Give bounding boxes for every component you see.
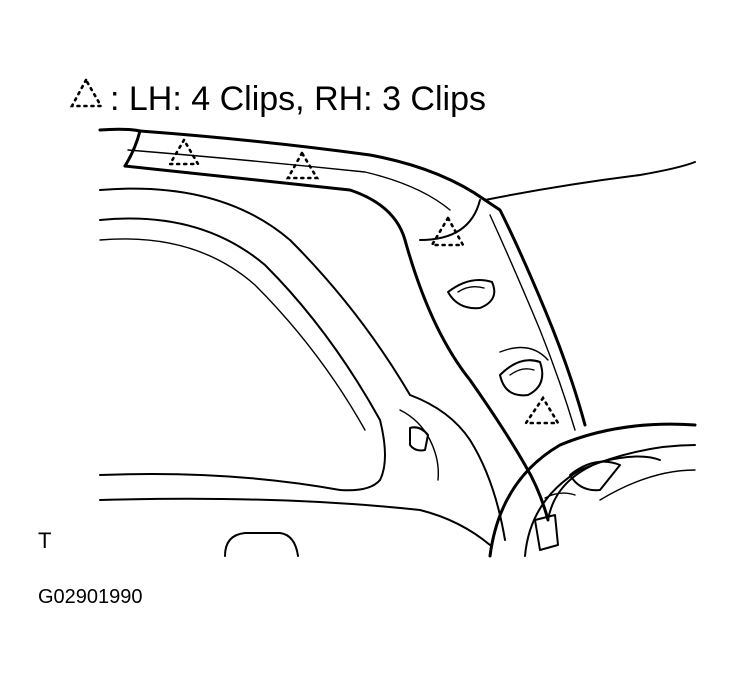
windshield-edge (484, 161, 696, 201)
clip-marker-4 (523, 395, 561, 425)
view-label: T (38, 528, 51, 553)
clip-marker-3 (429, 215, 466, 247)
door-window-frame (99, 187, 506, 557)
figure-id: G02901990 (38, 586, 143, 608)
roof-rail-trim (98, 127, 487, 242)
legend-clip-triangle-icon (69, 77, 104, 108)
clip-marker-1 (167, 137, 201, 166)
a-pillar-garnish (403, 198, 587, 522)
instrument-panel (488, 422, 697, 558)
legend-text: : LH: 4 Clips, RH: 3 Clips (110, 80, 486, 118)
legend: : LH: 4 Clips, RH: 3 Clips (69, 77, 486, 118)
clip-markers (167, 137, 561, 425)
clip-marker-2 (285, 150, 320, 180)
